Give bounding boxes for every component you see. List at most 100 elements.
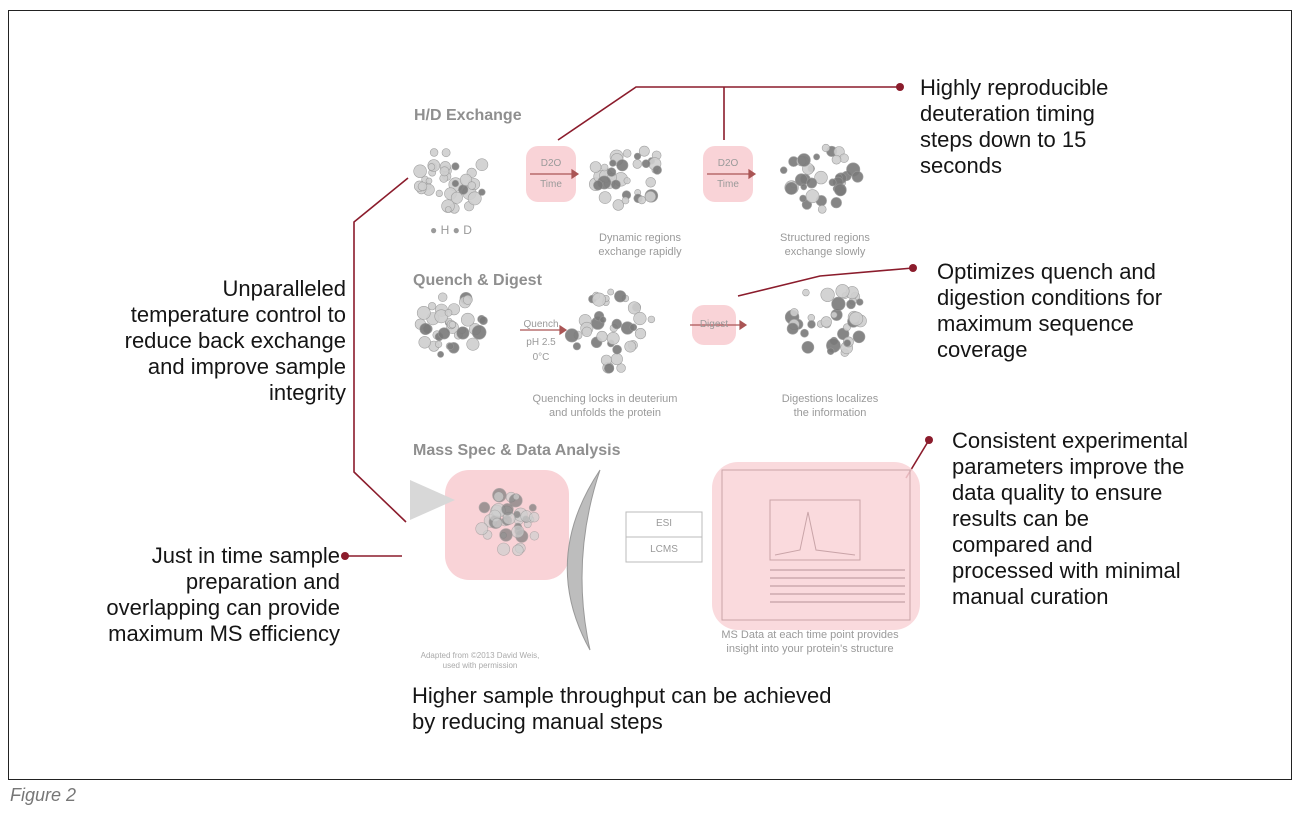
callout-line: results can be [952, 506, 1089, 531]
atom [435, 340, 443, 348]
atom [499, 528, 513, 542]
atom [512, 544, 524, 556]
structured-caption: Structured regions exchange slowly [755, 231, 895, 259]
atom [438, 327, 451, 340]
callout-line: Optimizes quench and [937, 259, 1156, 284]
callout-line: overlapping can provide [106, 595, 340, 620]
h-dot-icon: ● [430, 223, 438, 237]
dynamic-caption-line-2: exchange rapidly [598, 246, 682, 258]
section-title-hd: H/D Exchange [414, 107, 522, 124]
atom [612, 344, 622, 355]
atom [856, 298, 864, 306]
atom [830, 311, 838, 319]
callout-sample-prep: Just in time sample preparation and over… [50, 543, 340, 647]
connector-mid-right [737, 267, 914, 297]
digest-caption: Digestions localizes the information [760, 392, 900, 420]
atom [593, 180, 604, 191]
hd-step-2-time: Time [717, 179, 739, 190]
callout-line: data quality to ensure [952, 480, 1163, 505]
atom [466, 337, 480, 351]
atom [821, 143, 831, 153]
atom [623, 177, 631, 185]
atom [511, 525, 525, 539]
atom [831, 154, 842, 165]
structured-caption-line-2: exchange slowly [784, 246, 866, 258]
molecule-cluster [588, 145, 662, 211]
hd-step-1-d2o: D2O [540, 158, 562, 169]
section-title-quench: Quench & Digest [413, 272, 542, 289]
atom [616, 363, 626, 373]
callout-line: compared and [952, 532, 1093, 557]
legend-d: D [463, 223, 472, 237]
atom [512, 493, 520, 501]
atom [528, 511, 540, 523]
atom [441, 148, 451, 158]
callout-line: coverage [937, 337, 1028, 362]
atom [644, 190, 657, 203]
callout-line: temperature control to [130, 302, 346, 327]
connector-dot [925, 436, 933, 444]
atom [606, 331, 620, 345]
atom [478, 501, 491, 514]
atom [599, 316, 607, 324]
atom [797, 153, 811, 167]
atom [467, 191, 482, 206]
callout-line: reduce back exchange [124, 328, 346, 353]
atom [581, 326, 593, 337]
callout-line: steps down to 15 [920, 127, 1087, 152]
credit-text: Adapted from ©2013 David Weis, used with… [410, 651, 550, 671]
protein-structures [413, 143, 867, 556]
atom [800, 183, 808, 191]
atom [439, 166, 450, 177]
atom [428, 302, 437, 311]
atom [450, 191, 463, 204]
atom [609, 159, 617, 167]
hd-arrows [520, 168, 757, 336]
atom [632, 159, 642, 169]
callout-quench: Optimizes quench and digestion condition… [937, 259, 1237, 363]
callout-throughput: Higher sample throughput can be achieved… [412, 683, 932, 735]
callout-line: Higher sample throughput can be achieved [412, 683, 832, 708]
atom [779, 166, 788, 174]
callout-line: manual curation [952, 584, 1109, 609]
atom [589, 161, 602, 173]
atom [826, 347, 835, 355]
molecule-cluster [475, 488, 540, 556]
atom [629, 323, 638, 332]
molecule-cluster [779, 143, 864, 214]
atom [802, 288, 810, 297]
dynamic-caption-line-1: Dynamic regions [599, 232, 681, 244]
atom [624, 340, 637, 353]
callout-line: preparation and [185, 569, 340, 594]
atom [591, 292, 606, 307]
atom [437, 350, 444, 358]
atom [801, 340, 815, 354]
esi-needle [410, 480, 455, 520]
atom [497, 542, 511, 556]
atom [807, 314, 815, 322]
callout-line: digestion conditions for [937, 285, 1163, 310]
hd-legend: ● H ● D [430, 224, 472, 237]
ms-data-caption-line-2: insight into your protein's structure [726, 643, 894, 655]
digest-caption-line-1: Digestions localizes [781, 393, 879, 405]
callout-line: and improve sample [147, 354, 346, 379]
ph-label: pH 2.5 [526, 337, 556, 348]
atom [814, 170, 828, 185]
atom [633, 311, 647, 326]
atom [460, 312, 475, 327]
atom [813, 153, 820, 161]
atom [444, 206, 452, 213]
callout-line: maximum MS efficiency [108, 621, 340, 646]
quench-label: Quench [523, 319, 559, 330]
atom [828, 178, 837, 187]
quench-caption-line-2: and unfolds the protein [549, 407, 661, 419]
atom [806, 177, 818, 189]
lcms-label: LCMS [650, 544, 678, 555]
atom [444, 308, 453, 317]
atom [425, 177, 433, 185]
atom [807, 320, 816, 329]
atom [638, 145, 650, 157]
atom [462, 294, 473, 305]
atom [475, 158, 489, 171]
